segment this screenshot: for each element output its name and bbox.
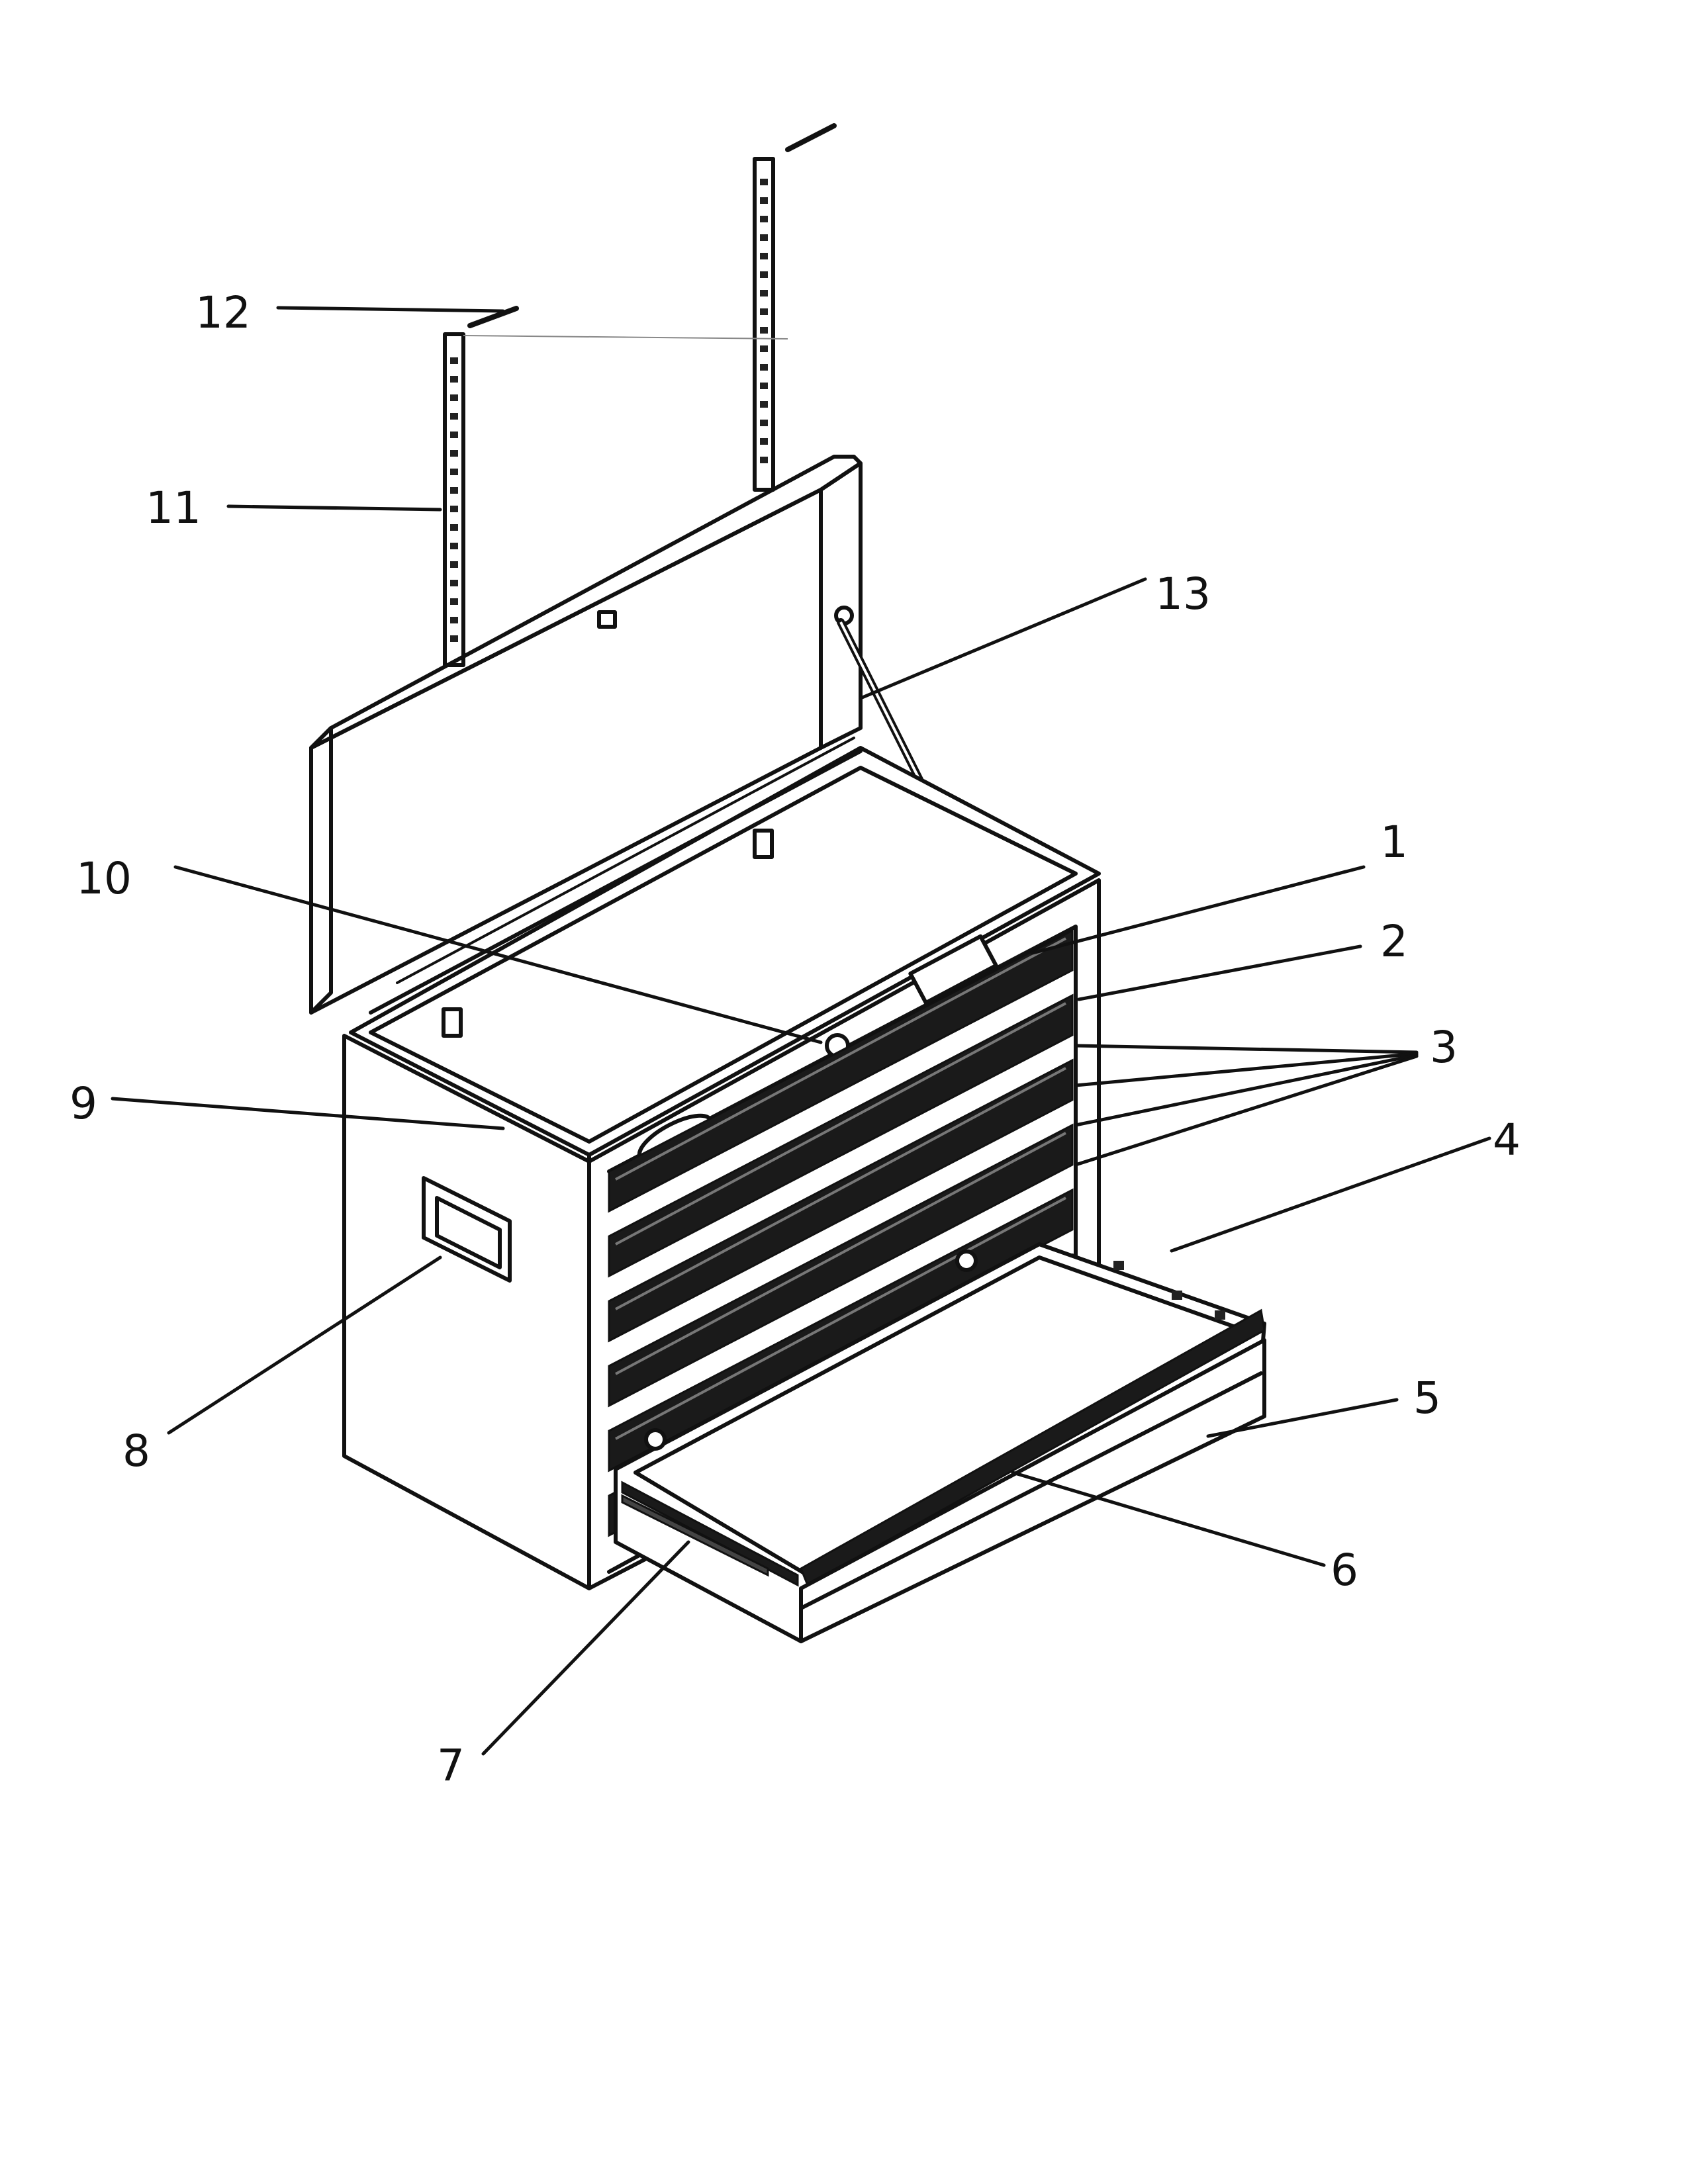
mounting-strip-left [443, 332, 465, 667]
strip-hole [760, 216, 768, 222]
strip-hole [760, 457, 768, 463]
label-4: 4 [1493, 1115, 1521, 1165]
strip-hole [450, 561, 458, 568]
strip-hole [760, 308, 768, 315]
drawer-front [608, 1123, 1074, 1408]
label-3: 3 [1430, 1022, 1458, 1073]
drawer-front [608, 993, 1074, 1278]
strip-hole [760, 234, 768, 241]
strip-hole [760, 364, 768, 371]
drawer-slide-screws [1113, 1261, 1225, 1320]
strip-hole [760, 271, 768, 278]
strip-hole [450, 357, 458, 364]
strip-hole [450, 432, 458, 438]
strip-hole [760, 197, 768, 204]
label-10: 10 [76, 853, 132, 904]
reference-numerals: 1 2 3 4 5 6 7 8 9 10 11 12 13 [70, 287, 1521, 1791]
label-5: 5 [1413, 1373, 1441, 1424]
drawer-highlight [615, 1067, 1066, 1310]
strip-hole [760, 438, 768, 445]
strip-top-bar-left [467, 306, 519, 328]
side-handle [422, 1176, 512, 1283]
strip-hole [450, 450, 458, 457]
drawer-highlight [615, 1197, 1066, 1440]
open-drawer [614, 1242, 1266, 1643]
label-9: 9 [70, 1078, 97, 1129]
strip-hole [450, 543, 458, 549]
strip-hole [760, 420, 768, 426]
strip-hole [450, 506, 458, 512]
label-12: 12 [195, 287, 251, 338]
drawer-front [608, 1058, 1074, 1343]
strip-hole [450, 580, 458, 586]
strip-hole [450, 635, 458, 642]
label-plate [908, 934, 998, 1005]
label-13: 13 [1155, 569, 1211, 619]
strip-hole [450, 394, 458, 401]
label-7: 7 [437, 1740, 465, 1791]
strip-hole [760, 327, 768, 334]
strip-hole [760, 401, 768, 408]
strip-hole [760, 253, 768, 259]
leader-lines [111, 306, 1491, 1756]
mounting-strip-right [753, 157, 775, 492]
drawer-front [608, 929, 1074, 1213]
strip-top-bar-right [785, 123, 837, 152]
label-8: 8 [122, 1426, 150, 1477]
label-2: 2 [1380, 916, 1408, 967]
strip-hole [450, 598, 458, 605]
strip-hole [760, 290, 768, 296]
strip-hole [760, 383, 768, 389]
strip-hole [450, 487, 458, 494]
label-6: 6 [1331, 1545, 1358, 1596]
strip-hole [760, 345, 768, 352]
wall-line [463, 335, 788, 340]
label-11: 11 [146, 482, 201, 533]
label-1: 1 [1380, 817, 1408, 868]
strip-hole [760, 179, 768, 185]
drawer-highlight [615, 1002, 1066, 1246]
strip-hole [450, 469, 458, 475]
drawer-highlight [615, 1132, 1066, 1375]
strip-hole [450, 376, 458, 383]
strip-hole [450, 413, 458, 420]
strip-hole [450, 524, 458, 531]
drawer-highlight [615, 937, 1066, 1181]
strip-hole [450, 617, 458, 623]
